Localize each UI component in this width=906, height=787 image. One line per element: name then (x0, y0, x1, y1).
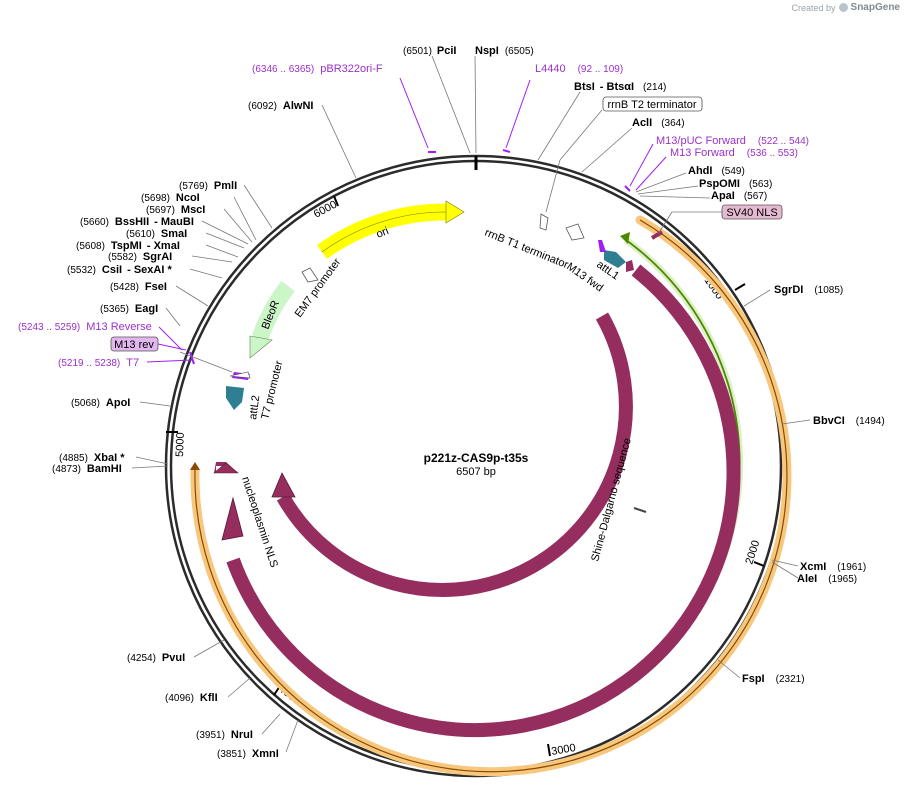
primer-m13-forward: M13 Forward(536 .. 553) (670, 147, 798, 159)
watermark-brand: SnapGene (850, 2, 900, 13)
t7-promoter-label: T7 promoter (259, 359, 285, 420)
enzyme-fspi: FspI(2321) (742, 673, 805, 685)
enzyme-nrui: (3951)NruI (196, 729, 253, 741)
em7-arrow-icon (301, 267, 319, 283)
ori-label: ori (375, 225, 391, 241)
sv40-nls-box (721, 204, 783, 220)
enzyme-xbai: (4885)XbaI * (59, 452, 125, 464)
enzyme-msci: (5697)MscI (146, 204, 205, 216)
em7-promoter-feature: EM7 promoter (293, 256, 344, 320)
tick-label-2000: 2000 (743, 539, 762, 566)
tick-label-5000: 5000 (174, 432, 187, 457)
attl2-label: attL2 (247, 395, 262, 421)
primer-l4440: L4440(92 .. 109) (535, 63, 623, 75)
svg-text:Cas9: Cas9 (572, 585, 598, 612)
enzyme-xcmi: XcmI(1961) (800, 561, 866, 573)
attl1-feature: attL1 M13 fwd (564, 240, 634, 294)
ori-arrow-icon (445, 200, 465, 224)
em7-promoter-label: EM7 promoter (293, 256, 344, 320)
enzyme-pvui: (4254)PvuI (127, 652, 185, 664)
rrnb-t2-label: rrnB T2 terminator (607, 99, 696, 111)
green-track-arrow-icon (620, 232, 630, 244)
nucleoplasmin-nls-feature: nucleoplasmin NLS (213, 462, 280, 569)
enzyme-aclI: AclI(364) (632, 117, 685, 129)
rrnb-t1-arrow-icon (565, 223, 585, 241)
enzyme-apoi: (5068)ApoI (71, 397, 130, 409)
enzyme-alwni: (6092)AlwNI (248, 100, 313, 112)
rrnb-t1-label: rrnB T1 terminator (483, 227, 570, 272)
enzyme-labels: (6501)PciI NspI(6505) BtsI- BtsαI(214) A… (52, 45, 885, 760)
sv40-nls-label: SV40 NLS (726, 207, 777, 219)
enzyme-bsshii: (5660)BssHII- MauBI (80, 216, 194, 228)
bleor-arrow-icon (249, 335, 273, 359)
primer-marks (146, 77, 667, 373)
enzyme-eagi: (5365)EagI (100, 303, 158, 315)
sv40-nls-feature: SV40 NLS (650, 204, 783, 240)
orange-track-line (194, 219, 788, 773)
attl2-feature: attL2 T7 promoter (226, 359, 285, 421)
plasmid-length: 6507 bp (456, 466, 496, 478)
enzyme-tspmi: (5608)TspMI- XmaI (76, 240, 180, 252)
enzyme-apaI: ApaI(567) (711, 190, 767, 202)
plasmid-center-label: p221z-CAS9p-t35s 6507 bp (424, 451, 529, 478)
tick-label-3000: 3000 (550, 742, 576, 758)
primer-t7: (5219 .. 5238)T7 (58, 357, 139, 369)
primer-m13-puc-forward: M13/pUC Forward(522 .. 544) (656, 135, 809, 147)
enzyme-ncoi: (5698)NcoI (141, 192, 200, 204)
enzyme-pciI: (6501)PciI (403, 45, 456, 57)
rrnb-t2-feature: rrnB T2 terminator (545, 96, 703, 213)
cas9-feature-inner (271, 312, 633, 597)
enzyme-xmni: (3851)XmnI (217, 748, 279, 760)
orange-track-arrow-icon (190, 462, 200, 470)
enzyme-nspI: NspI(6505) (475, 45, 534, 57)
primer-m13-reverse: (5243 .. 5259)M13 Reverse (18, 321, 152, 333)
enzyme-ahdI: AhdI(549) (688, 165, 745, 177)
cas9-label-inner: Cas9 (572, 585, 598, 612)
enzyme-sgrai: (5582)SgrAI (108, 251, 172, 263)
bleor-feature: BleoR (249, 280, 295, 359)
snapgene-logo-icon (838, 3, 848, 12)
enzyme-bbvci: BbvCI(1494) (813, 415, 885, 427)
m13-rev-label: M13 rev (114, 339, 154, 351)
enzyme-sgrdi: SgrDI(1085) (774, 284, 843, 296)
enzyme-pmli: (5769)PmlI (179, 180, 237, 192)
enzyme-fsei: (5428)FseI (110, 281, 167, 293)
enzyme-btsI: BtsI- BtsαI(214) (574, 81, 666, 93)
nucleoplasmin-nls-label: nucleoplasmin NLS (239, 475, 280, 569)
cas9-feature-outer (221, 264, 741, 738)
primer-pbr322ori-f: (6346 .. 6365)pBR322ori-F (252, 63, 383, 75)
plasmid-name: p221z-CAS9p-t35s (424, 451, 529, 465)
watermark-prefix: Created by (791, 2, 836, 13)
enzyme-alei: AleI(1965) (797, 573, 857, 585)
enzyme-pspomi: PspOMI(563) (699, 178, 772, 190)
snapgene-watermark: Created by SnapGene (792, 2, 901, 13)
m13-rev-box (110, 336, 159, 352)
enzyme-kfli: (4096)KflI (165, 692, 218, 704)
rrnb-t2-box (602, 96, 703, 112)
enzyme-smai: (5610)SmaI (126, 228, 187, 240)
enzyme-leaders (131, 55, 811, 753)
cas9-outer-arrow-icon (221, 496, 244, 541)
cas9-inner-arrow-icon (271, 472, 296, 498)
ori-feature: ori (317, 200, 465, 259)
enzyme-csii: (5532)CsiI- SexAI * (67, 264, 172, 276)
primer-labels: (6346 .. 6365)pBR322ori-F L4440(92 .. 10… (18, 63, 809, 369)
enzyme-bamhi: (4873)BamHI (52, 463, 122, 475)
